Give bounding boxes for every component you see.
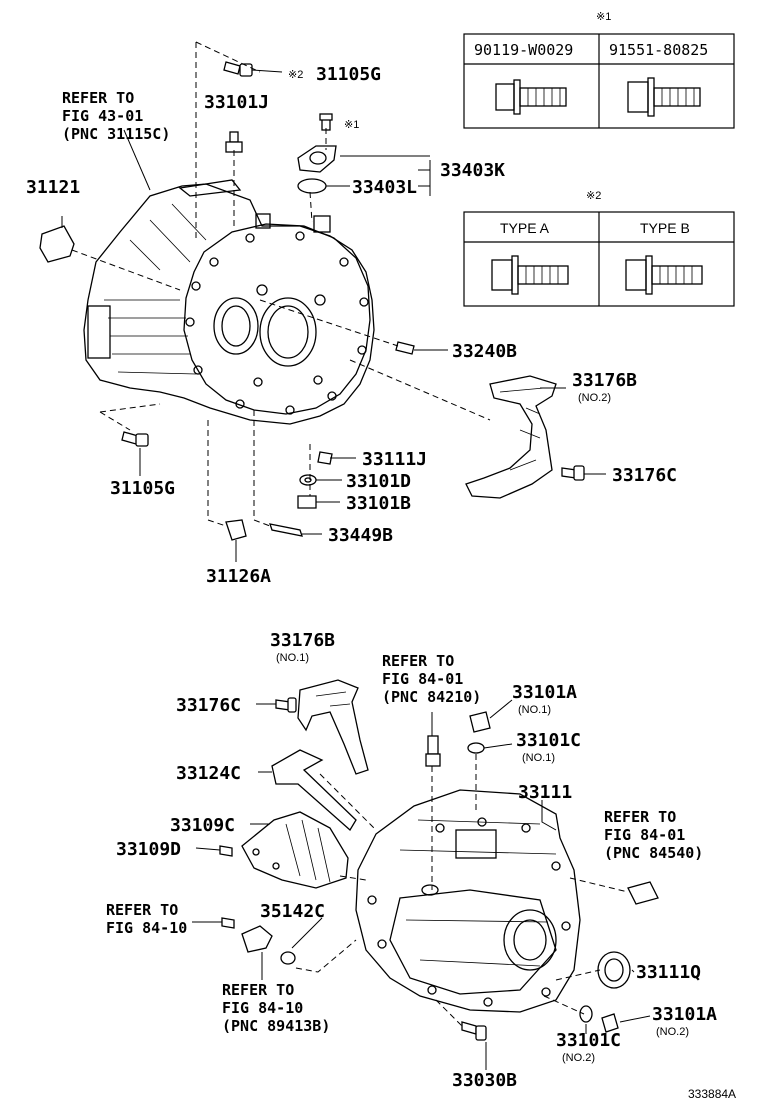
refer-fig84-10b-line1: REFER TO: [222, 981, 294, 999]
part-33101c-no1-gasket: [467, 742, 485, 754]
table1-col1-header: 90119-W0029: [474, 41, 573, 59]
label-33030b: 33030B: [452, 1070, 517, 1091]
switch-84540: [627, 881, 659, 905]
part-33124c-rail: [271, 749, 357, 832]
refer-fig84-10b-line2: FIG 84-10: [222, 999, 303, 1017]
label-33403l: 33403L: [352, 177, 417, 198]
part-33101b-plug: [297, 495, 317, 509]
part-33101d-gasket: [299, 474, 317, 486]
label-33176c: 33176C: [176, 695, 241, 716]
bolt-mark2-note: ※2: [288, 69, 303, 81]
transmission-housing-top: [83, 179, 375, 425]
part-33101c-no2-gasket: [579, 1005, 593, 1023]
label-33176b-no2-sub: (NO.2): [578, 392, 611, 404]
label-31105g-top: 31105G: [316, 64, 381, 85]
part-33111q-oil-seal: [597, 951, 631, 989]
refer-fig84-01a-line2: FIG 84-01: [382, 670, 463, 688]
label-33176c-top: 33176C: [612, 465, 677, 486]
label-33101c-no2-sub: (NO.2): [562, 1052, 595, 1064]
label-33176b-no1-sub: (NO.1): [276, 652, 309, 664]
label-31126a: 31126A: [206, 566, 271, 587]
refer-fig84-01a-line3: (PNC 84210): [382, 688, 481, 706]
part-31105g-bolt-bottom: [121, 431, 149, 447]
table1-col2-header: 91551-80825: [609, 41, 708, 59]
bolt-mark1-icon: [319, 113, 333, 131]
refer-fig84-01b-line1: REFER TO: [604, 808, 676, 826]
refer-fig43-line2: FIG 43-01: [62, 107, 143, 125]
bottom-labels: 33176B (NO.1) 33176C 33124C 33109C 33109…: [106, 630, 717, 1091]
bolt-mark1-note: ※1: [344, 119, 359, 131]
part-33111j-pin: [317, 451, 333, 465]
label-33111q: 33111Q: [636, 962, 701, 983]
part-33030b-bolt: [461, 1021, 487, 1041]
label-33240b: 33240B: [452, 341, 517, 362]
part-33101j-breather: [225, 131, 243, 153]
part-33101a-no1-plug: [469, 711, 491, 733]
table1-mark: ※1: [596, 11, 611, 23]
flange-bolt-icon: [627, 77, 701, 117]
part-31126a-cap: [225, 519, 247, 541]
label-33101c-no2: 33101C: [556, 1030, 621, 1051]
part-33111-transmission-case: [355, 789, 581, 1013]
label-33109c: 33109C: [170, 815, 235, 836]
label-31105g-bottom: 31105G: [110, 478, 175, 499]
label-33124c: 33124C: [176, 763, 241, 784]
label-33176b-no2: 33176B: [572, 370, 637, 391]
refer-fig84-01b-line3: (PNC 84540): [604, 844, 703, 862]
top-leader-lines: [61, 41, 606, 562]
label-33101a-no2-sub: (NO.2): [656, 1026, 689, 1038]
table2-col1-header: TYPE A: [500, 220, 550, 236]
label-33101a-no1-sub: (NO.1): [518, 704, 551, 716]
sensor-bolt-icon: [221, 917, 235, 929]
label-33101c-no1-sub: (NO.1): [522, 752, 555, 764]
label-33101c-no1: 33101C: [516, 730, 581, 751]
refer-fig84-10b-line3: (PNC 89413B): [222, 1017, 330, 1035]
table2-col2-header: TYPE B: [640, 220, 690, 236]
label-33176b-no1: 33176B: [270, 630, 335, 651]
back-up-switch-84210: [425, 735, 441, 767]
part-33449b-seal: [269, 523, 303, 537]
refer-fig84-10a-line1: REFER TO: [106, 901, 178, 919]
flange-bolt-type-b-icon: [625, 255, 703, 295]
part-33109d-bolt: [219, 845, 233, 857]
label-33101d: 33101D: [346, 471, 411, 492]
part-33101a-no2-plug: [601, 1013, 619, 1033]
refer-fig43-line1: REFER TO: [62, 89, 134, 107]
label-33403k: 33403K: [440, 160, 505, 181]
label-33449b: 33449B: [328, 525, 393, 546]
table2-mark: ※2: [586, 190, 601, 202]
label-33101j: 33101J: [204, 92, 269, 113]
refer-fig43-line3: (PNC 31115C): [62, 125, 170, 143]
refer-fig84-10a-line2: FIG 84-10: [106, 919, 187, 937]
part-33109c-plate: [241, 811, 349, 889]
part-33403k-bracket: [297, 145, 337, 173]
diagram-id: 333884A: [688, 1087, 736, 1101]
label-33101a-no2: 33101A: [652, 1004, 717, 1025]
label-33111j: 33111J: [362, 449, 427, 470]
part-31105g-bolt-top: [223, 61, 253, 77]
fastener-table-1: ※1 90119-W0029 91551-80825: [463, 11, 735, 129]
label-33101b: 33101B: [346, 493, 411, 514]
part-33240b-pin: [395, 341, 415, 355]
part-33176c-bolt-top: [561, 465, 585, 481]
part-31121-plug: [39, 225, 75, 263]
part-33176c-bolt: [275, 697, 297, 713]
flange-bolt-type-a-icon: [491, 255, 569, 295]
label-33109d: 33109D: [116, 839, 181, 860]
part-33176b-no2-shield: [465, 375, 557, 499]
label-31121: 31121: [26, 177, 80, 198]
fastener-table-2: ※2 TYPE A TYPE B: [463, 190, 735, 307]
part-33176b-no1-bracket: [297, 679, 369, 775]
label-35142c: 35142C: [260, 901, 325, 922]
refer-fig84-01b-line2: FIG 84-01: [604, 826, 685, 844]
part-35142c-sensor: [241, 925, 296, 965]
top-labels: ※2 31105G 33101J ※1 33403K 33403L 31121 …: [26, 64, 677, 587]
refer-fig84-01a-line1: REFER TO: [382, 652, 454, 670]
part-33403l-o-ring: [297, 178, 327, 194]
label-33101a-no1: 33101A: [512, 682, 577, 703]
flange-bolt-icon: [495, 79, 567, 115]
label-33111: 33111: [518, 782, 572, 803]
bottom-leader-lines: [192, 699, 651, 1070]
